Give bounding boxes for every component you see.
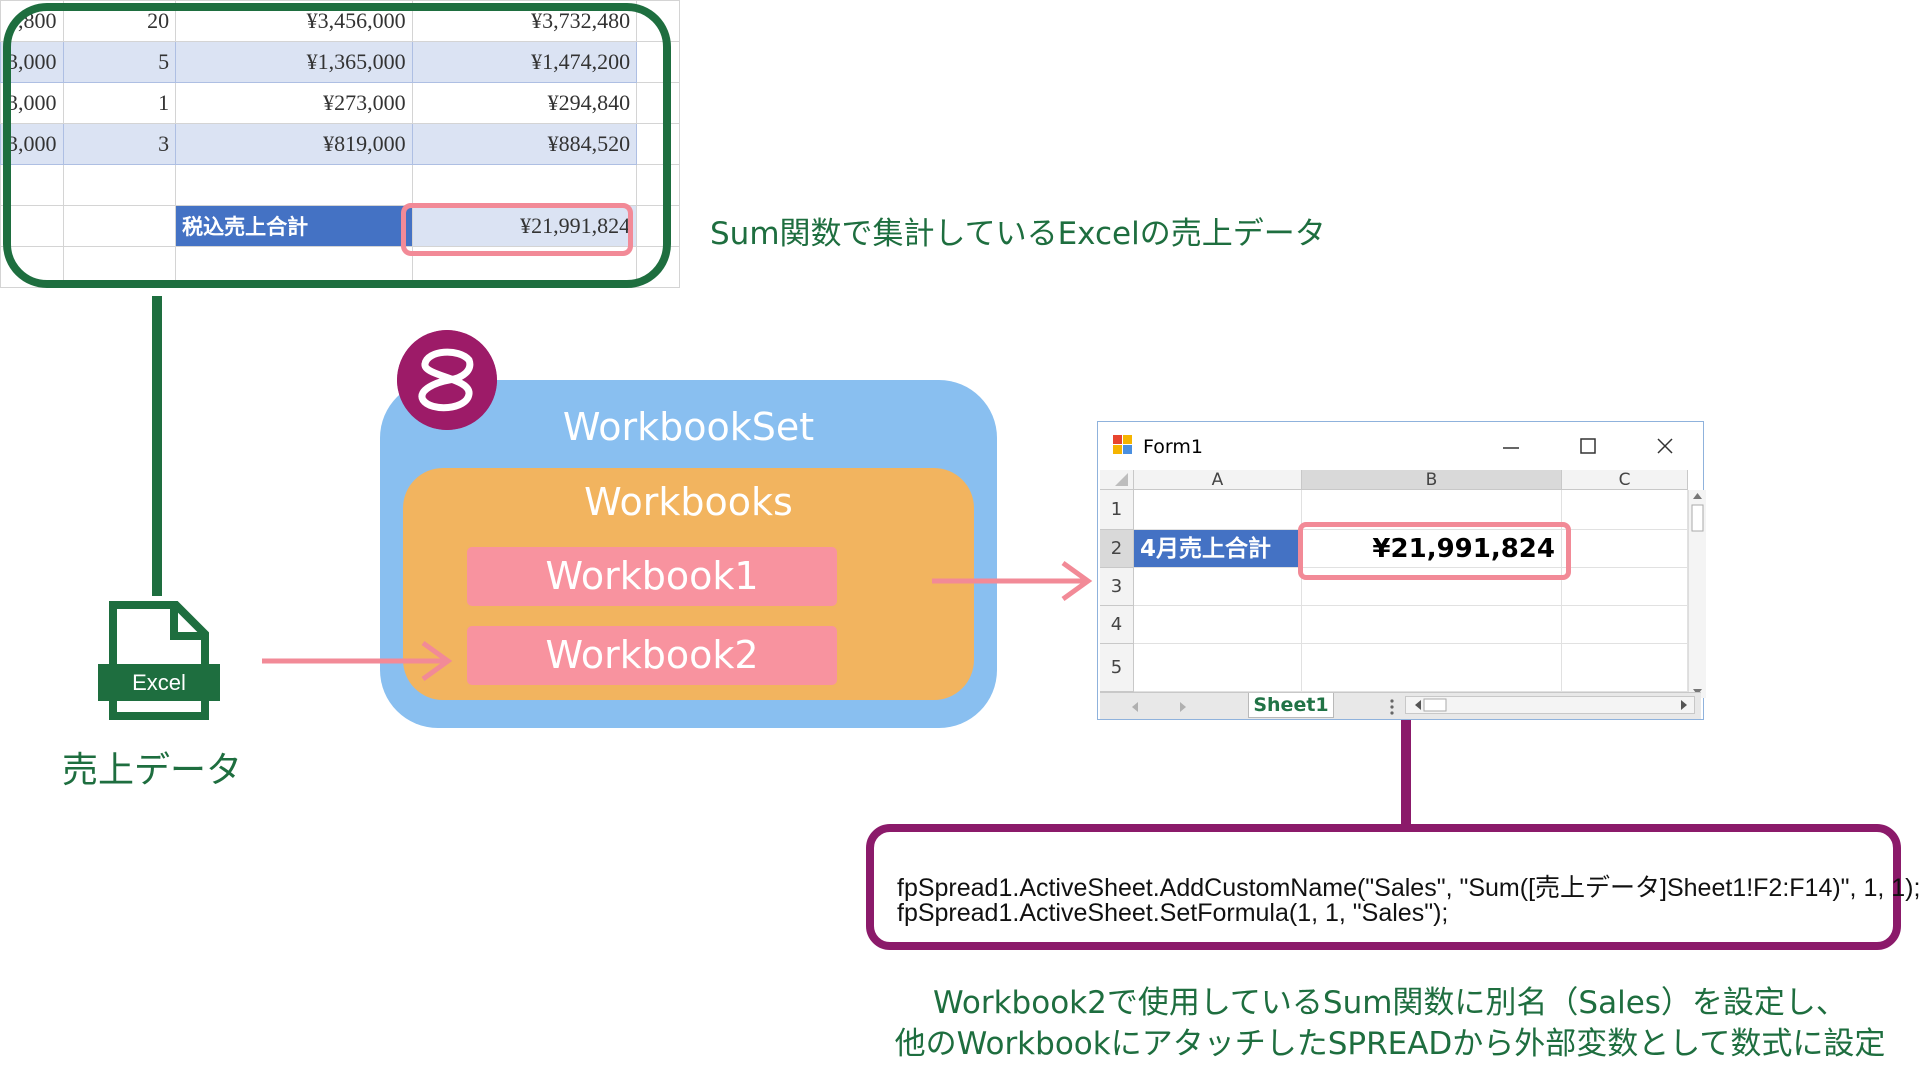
cell-a4[interactable] — [1134, 606, 1302, 644]
excel-caption: Sum関数で集計しているExcelの売上データ — [710, 216, 1326, 252]
amount-cell: ¥273,000 — [175, 82, 413, 124]
table-row: 税込売上合計 ¥21,991,824 — [0, 205, 680, 247]
code-line-set-formula: fpSpread1.ActiveSheet.SetFormula(1, 1, "… — [897, 899, 1449, 927]
bottom-caption-line2: 他のWorkbookにアタッチしたSPREADから外部変数として数式に設定 — [894, 1026, 1886, 1062]
total-label-cell: 税込売上合計 — [175, 205, 413, 247]
form1-window: Form1 A B C 1 2 3 4 5 4月売上合計 ¥21,991,824 — [1097, 421, 1706, 720]
empty-cell — [636, 164, 680, 206]
amount-cell: ¥1,365,000 — [175, 41, 413, 83]
workbookset-container: WorkbookSet Workbooks Workbook1 Workbook… — [380, 380, 997, 728]
table-row: 3,000 5 ¥1,365,000 ¥1,474,200 — [0, 41, 680, 83]
qty-cell: 3 — [62, 123, 177, 165]
form1-title: Form1 — [1143, 436, 1203, 458]
bottom-caption-line1: Workbook2で使用しているSum関数に別名（Sales）を設定し、 — [933, 985, 1847, 1021]
cell-b4[interactable] — [1302, 606, 1562, 644]
horizontal-scrollbar[interactable] — [1405, 696, 1695, 714]
empty-cell — [62, 205, 177, 247]
cell-a2[interactable]: 4月売上合計 — [1134, 530, 1302, 568]
tab-nav-arrows-icon[interactable] — [1124, 700, 1194, 714]
cell-b2[interactable]: ¥21,991,824 — [1302, 530, 1562, 568]
vertical-scrollbar[interactable] — [1688, 490, 1706, 698]
table-row — [0, 164, 680, 206]
row-header-3[interactable]: 3 — [1100, 568, 1134, 606]
connector-line — [152, 296, 162, 596]
arrow-workbook1-to-form — [932, 560, 1093, 602]
with-tax-cell: ¥1,474,200 — [411, 41, 638, 83]
with-tax-cell: ¥294,840 — [411, 82, 638, 124]
maximize-icon — [1580, 438, 1596, 454]
close-icon — [1657, 438, 1673, 454]
column-header-b[interactable]: B — [1302, 470, 1562, 490]
total-value-cell: ¥21,991,824 — [411, 205, 638, 247]
sheet-tab-bar: Sheet1 — [1100, 692, 1701, 719]
arrow-file-to-workbook2 — [262, 640, 453, 681]
cell-b1[interactable] — [1302, 490, 1562, 530]
scroll-arrows-icon — [1691, 493, 1704, 695]
select-all-corner[interactable] — [1100, 470, 1134, 490]
workbookset-title: WorkbookSet — [562, 405, 815, 449]
cell-b3[interactable] — [1302, 568, 1562, 606]
bottom-caption: Workbook2で使用しているSum関数に別名（Sales）を設定し、 他のW… — [860, 983, 1920, 1065]
row-header-4[interactable]: 4 — [1100, 606, 1134, 644]
row-header-5[interactable]: 5 — [1100, 644, 1134, 692]
table-row: 3,000 3 ¥819,000 ¥884,520 — [0, 123, 680, 165]
cell-c3[interactable] — [1562, 568, 1688, 606]
minimize-icon — [1503, 447, 1519, 449]
cell-c2[interactable] — [1562, 530, 1688, 568]
workbook2-box: Workbook2 — [467, 626, 837, 685]
form1-titlebar[interactable]: Form1 — [1098, 422, 1703, 470]
excel-file-icon: Excel — [98, 601, 220, 720]
cell-a3[interactable] — [1134, 568, 1302, 606]
workbook1-box: Workbook1 — [467, 547, 837, 606]
cell-b5[interactable] — [1302, 644, 1562, 692]
cell-a1[interactable] — [1134, 490, 1302, 530]
spread-grid[interactable]: A B C 1 2 3 4 5 4月売上合計 ¥21,991,824 — [1100, 470, 1706, 719]
file-icon-label: Excel — [132, 670, 186, 695]
empty-cell — [175, 164, 413, 206]
minimize-button[interactable] — [1491, 432, 1531, 460]
column-header-c[interactable]: C — [1562, 470, 1688, 490]
form-app-icon — [1113, 435, 1132, 454]
excel-snippet-frame — [3, 3, 671, 288]
b2-highlight-box — [1298, 522, 1571, 580]
qty-cell: 5 — [62, 41, 177, 83]
cell-a5[interactable] — [1134, 644, 1302, 692]
cell-c1[interactable] — [1562, 490, 1688, 530]
excel-sales-snippet: ,800 20 ¥3,456,000 ¥3,732,480 3,000 5 ¥1… — [0, 0, 680, 295]
connector-line — [1401, 718, 1411, 824]
cell-c5[interactable] — [1562, 644, 1688, 692]
file-caption: 売上データ — [62, 750, 243, 791]
code-line-add-custom-name: fpSpread1.ActiveSheet.AddCustomName("Sal… — [897, 874, 1921, 902]
amount-cell: ¥819,000 — [175, 123, 413, 165]
workbooks-title: Workbooks — [584, 480, 793, 524]
total-highlight-box — [401, 203, 633, 256]
corner-triangle-icon — [1114, 473, 1128, 486]
sheet-tab[interactable]: Sheet1 — [1248, 693, 1334, 718]
maximize-button[interactable] — [1568, 432, 1608, 460]
row-header-2[interactable]: 2 — [1100, 530, 1134, 568]
code-box: fpSpread1.ActiveSheet.AddCustomName("Sal… — [866, 824, 1920, 950]
close-button[interactable] — [1645, 432, 1685, 460]
empty-cell — [636, 205, 680, 247]
hscroll-arrows-icon — [1415, 698, 1687, 712]
cell-c4[interactable] — [1562, 606, 1688, 644]
workbooks-container: Workbooks Workbook1 Workbook2 — [403, 468, 974, 700]
excel-sales-table: ,800 20 ¥3,456,000 ¥3,732,480 3,000 5 ¥1… — [0, 0, 680, 288]
row-header-1[interactable]: 1 — [1100, 490, 1134, 530]
spread-logo-icon — [397, 330, 497, 430]
column-header-a[interactable]: A — [1134, 470, 1302, 490]
splitter-grip-icon[interactable] — [1388, 697, 1396, 717]
